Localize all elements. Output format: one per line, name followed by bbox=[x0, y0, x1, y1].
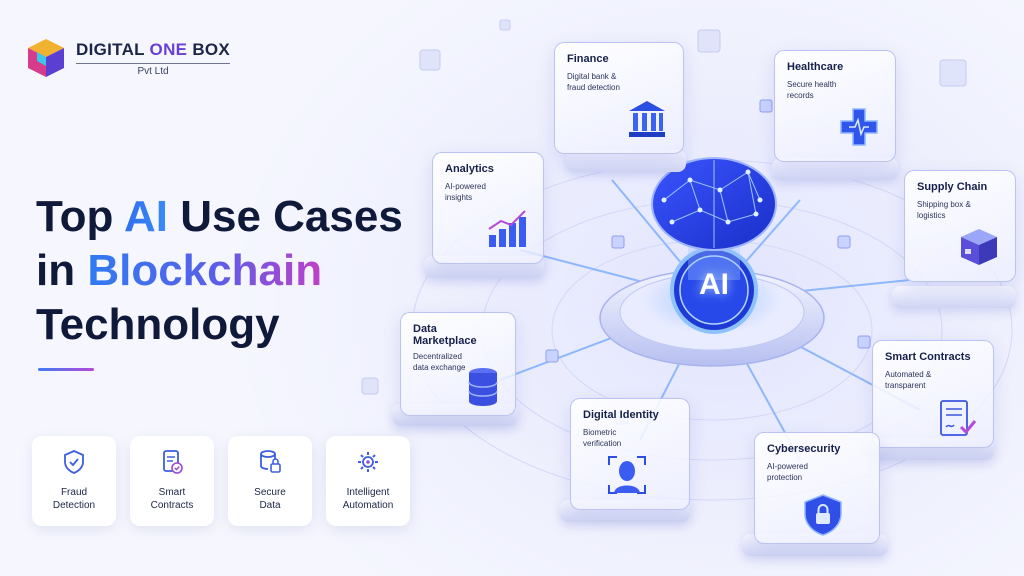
brand: DIGITAL ONE BOX Pvt Ltd bbox=[24, 36, 231, 80]
headline: Top AI Use Cases in Blockchain Technolog… bbox=[36, 190, 403, 352]
face-scan-icon bbox=[608, 456, 646, 494]
card-title: Digital Identity bbox=[583, 409, 659, 421]
card-description: AI-powered protection bbox=[767, 462, 808, 482]
feature-label: Secure Data bbox=[254, 487, 286, 511]
feature-tile-intelligent-automation: Intelligent Automation bbox=[326, 436, 410, 526]
card-title: Smart Contracts bbox=[885, 351, 971, 363]
card-data-marketplace: Data Marketplace Decentralized data exch… bbox=[400, 312, 516, 416]
bar-chart-icon bbox=[488, 210, 526, 247]
card-description: Secure health records bbox=[787, 80, 837, 100]
card-digital-identity: Digital Identity Biometric verification bbox=[570, 398, 690, 510]
card-title: Analytics bbox=[445, 163, 494, 175]
feature-tile-secure-data: Secure Data bbox=[228, 436, 312, 526]
headline-line-3: Technology bbox=[36, 300, 280, 349]
card-description: Shipping box & logistics bbox=[917, 200, 971, 220]
signed-document-icon bbox=[940, 400, 977, 436]
card-title: Healthcare bbox=[787, 61, 844, 73]
feature-tile-fraud-detection: Fraud Detection bbox=[32, 436, 116, 526]
card-supply-chain: Supply Chain Shipping box & logistics bbox=[904, 170, 1016, 282]
shield-lock-icon bbox=[804, 494, 842, 536]
headline-line-1: Top AI Use Cases bbox=[36, 192, 403, 241]
database-icon bbox=[468, 368, 498, 406]
card-cybersecurity: Cybersecurity AI-powered protection bbox=[754, 432, 880, 544]
card-healthcare: Healthcare Secure health records bbox=[774, 50, 896, 162]
medical-cross-icon bbox=[840, 108, 878, 146]
feature-label: Fraud Detection bbox=[52, 487, 96, 511]
headline-underline bbox=[38, 368, 94, 371]
card-title: Data Marketplace bbox=[413, 323, 477, 347]
card-title: Cybersecurity bbox=[767, 443, 841, 455]
headline-line-2: in Blockchain bbox=[36, 246, 323, 295]
card-analytics: Analytics AI-powered insights bbox=[432, 152, 544, 264]
card-description: Automated & transparent bbox=[885, 370, 932, 390]
card-description: AI-powered insights bbox=[445, 182, 486, 202]
card-base bbox=[772, 158, 898, 180]
feature-tile-smart-contracts: Smart Contracts bbox=[130, 436, 214, 526]
bank-icon bbox=[629, 101, 665, 137]
card-base bbox=[566, 150, 686, 172]
brand-subtitle: Pvt Ltd bbox=[76, 62, 231, 77]
brand-name: DIGITAL ONE BOX bbox=[76, 39, 231, 59]
shield-check-icon bbox=[64, 450, 84, 474]
card-title: Finance bbox=[567, 53, 609, 65]
box-icon bbox=[961, 229, 997, 265]
gear-network-icon bbox=[358, 452, 378, 472]
card-description: Digital bank & fraud detection bbox=[567, 72, 620, 92]
card-base bbox=[892, 286, 1016, 308]
logo-cube-icon bbox=[28, 39, 64, 77]
contract-doc-icon bbox=[163, 450, 183, 474]
card-finance: Finance Digital bank & fraud detection bbox=[554, 42, 684, 154]
ai-hub-label: AI bbox=[699, 268, 729, 301]
card-title: Supply Chain bbox=[917, 181, 988, 193]
feature-tiles: Fraud Detection Smart Contracts Secure D… bbox=[32, 436, 410, 526]
card-description: Decentralized data exchange bbox=[413, 352, 466, 372]
feature-label: Smart Contracts bbox=[150, 487, 194, 511]
feature-label: Intelligent Automation bbox=[342, 487, 394, 511]
card-smart-contracts: Smart Contracts Automated & transparent bbox=[872, 340, 994, 448]
card-description: Biometric verification bbox=[583, 428, 622, 448]
padlock-doc-icon bbox=[260, 450, 281, 473]
